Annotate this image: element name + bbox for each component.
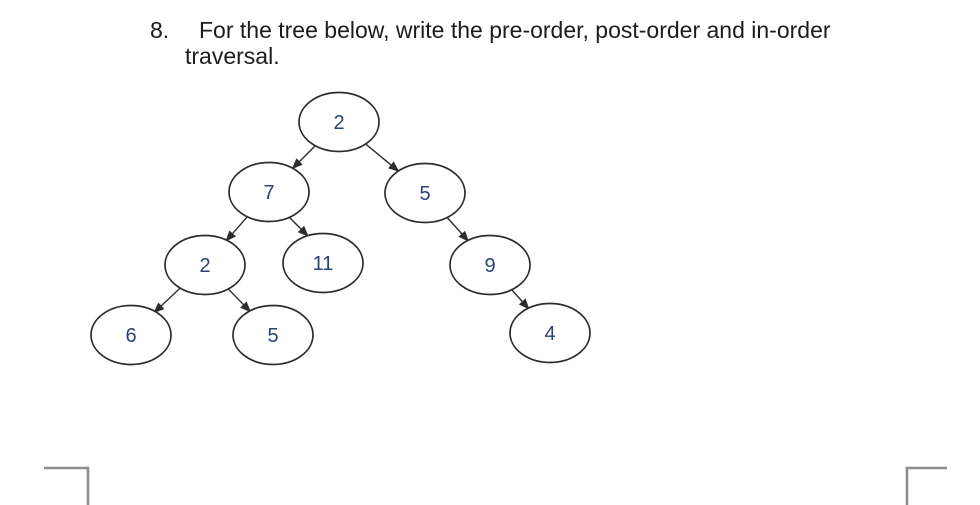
tree-edge-2-right: [227, 287, 251, 313]
tree-node-r: 5: [384, 162, 466, 224]
page-corner-mark-left: [44, 466, 90, 505]
tree-node-ellipse: [298, 91, 380, 153]
tree-node-rrr: 4: [509, 302, 591, 364]
tree-edge-7-left: [225, 215, 249, 242]
page-corner-mark-right: [905, 466, 947, 505]
tree-node-ellipse: [449, 234, 531, 296]
tree-edge-root-right: [364, 143, 400, 172]
tree-node-ellipse: [282, 232, 364, 294]
tree-node-root: 2: [298, 91, 380, 153]
tree-node-l: 7: [228, 161, 310, 223]
tree-edge-5-right: [446, 216, 470, 242]
tree-edge-root-left: [291, 145, 316, 170]
tree-node-ellipse: [164, 234, 246, 296]
question-text-line2: traversal.: [185, 43, 280, 69]
tree-node-label: 9: [484, 255, 495, 277]
tree-node-label: 6: [125, 325, 136, 347]
tree-edge-7-right: [286, 214, 309, 237]
tree-node-ll: 2: [164, 234, 246, 296]
tree-node-label: 11: [313, 253, 334, 275]
tree-node-label: 2: [333, 112, 344, 134]
tree-node-label: 5: [419, 183, 430, 205]
tree-node-llr: 5: [232, 304, 314, 366]
tree-node-lll: 6: [90, 304, 172, 366]
tree-node-ellipse: [384, 162, 466, 224]
tree-node-ellipse: [90, 304, 172, 366]
tree-node-label: 4: [544, 323, 555, 345]
tree-edge-9-right: [510, 288, 530, 310]
tree-node-lr: 11: [282, 232, 364, 294]
tree-node-label: 2: [199, 255, 210, 277]
tree-node-rr: 9: [449, 234, 531, 296]
question-number: 8.: [150, 17, 170, 43]
tree-node-label: 5: [267, 325, 278, 347]
tree-node-ellipse: [228, 161, 310, 223]
tree-edges: [153, 143, 530, 314]
tree-nodes: 2 7 5 2 11 9 6: [90, 91, 591, 366]
question-text-line1: For the tree below, write the pre-order,…: [199, 17, 831, 43]
tree-edge-2-left: [153, 286, 182, 314]
tree-node-label: 7: [263, 182, 274, 204]
tree-node-ellipse: [232, 304, 314, 366]
tree-node-ellipse: [509, 302, 591, 364]
